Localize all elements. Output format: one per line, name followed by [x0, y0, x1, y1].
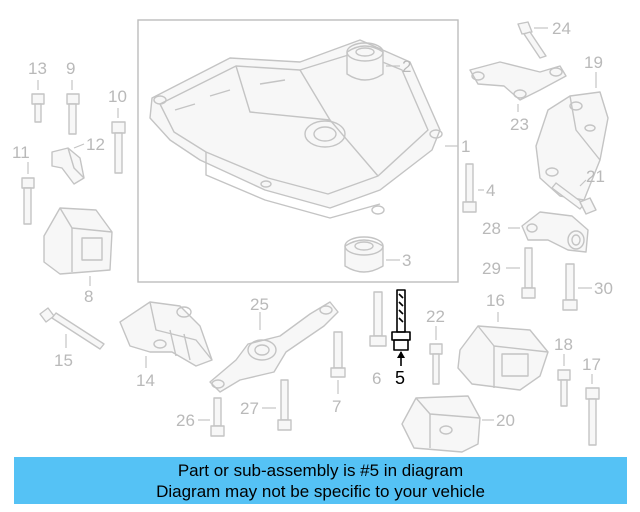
callout-23: 23	[510, 115, 529, 134]
part-1-subframe[interactable]	[149, 39, 443, 219]
part-14-mount-bracket[interactable]	[119, 301, 213, 367]
part-10-bolt[interactable]	[111, 121, 126, 174]
part-26-bolt[interactable]	[210, 397, 225, 437]
callout-15: 15	[54, 351, 73, 370]
callout-13: 13	[28, 59, 47, 78]
callout-21: 21	[586, 167, 605, 186]
part-20-lower-mount[interactable]	[401, 395, 481, 453]
callout-9: 9	[66, 59, 75, 78]
part-17-bolt[interactable]	[585, 387, 600, 446]
part-23-arm-bracket[interactable]	[469, 61, 567, 101]
callout-11: 11	[12, 143, 30, 162]
callout-6: 6	[372, 369, 381, 388]
callout-17: 17	[582, 355, 601, 374]
callout-5: 5	[395, 368, 405, 388]
callout-26: 26	[176, 411, 195, 430]
callout-14: 14	[136, 371, 155, 390]
part-6-bolt[interactable]	[369, 291, 387, 347]
part-7-bolt[interactable]	[330, 331, 346, 378]
part-12-bracket[interactable]	[51, 147, 85, 185]
info-banner: Part or sub-assembly is #5 in diagram Di…	[14, 457, 627, 504]
part-9-bolt[interactable]	[66, 93, 80, 135]
part-15-bolt[interactable]	[39, 307, 105, 350]
part-19-bracket[interactable]	[535, 91, 609, 201]
part-8-engine-mount[interactable]	[43, 207, 113, 275]
callout-2: 2	[402, 57, 411, 76]
callout-29: 29	[482, 259, 501, 278]
callout-18: 18	[554, 335, 573, 354]
part-28-bushing-bracket[interactable]	[521, 211, 589, 253]
part-13-bolt[interactable]	[31, 93, 45, 123]
part-11-bolt[interactable]	[21, 177, 35, 225]
callout-22: 22	[426, 307, 445, 326]
callout-28: 28	[482, 219, 501, 238]
callout-19: 19	[584, 53, 603, 72]
callout-30: 30	[594, 279, 613, 298]
part-22-bolt[interactable]	[429, 343, 443, 385]
part-16-transmission-mount[interactable]	[457, 325, 549, 391]
banner-line-1: Part or sub-assembly is #5 in diagram	[177, 461, 464, 480]
part-18-bolt[interactable]	[557, 369, 571, 407]
part-2-bushing[interactable]	[346, 42, 384, 81]
callout-25: 25	[250, 295, 269, 314]
part-30-bolt[interactable]	[562, 263, 578, 311]
part-21-bolt[interactable]	[551, 182, 597, 215]
callout-7: 7	[332, 397, 341, 416]
part-5-bolt-highlighted[interactable]	[391, 289, 411, 351]
callout-1: 1	[461, 137, 470, 156]
part-4-bolt[interactable]	[462, 163, 477, 213]
callout-27: 27	[240, 399, 259, 418]
part-29-bolt[interactable]	[521, 247, 536, 299]
callout-10: 10	[108, 87, 127, 106]
part-27-bolt[interactable]	[277, 379, 292, 431]
callout-20: 20	[496, 411, 515, 430]
callout-4: 4	[486, 181, 495, 200]
callout-3: 3	[402, 251, 411, 270]
callout-24: 24	[552, 19, 571, 38]
part-25-torque-rod[interactable]	[209, 301, 339, 393]
part-24-bolt[interactable]	[517, 21, 547, 59]
subframe-inset-frame	[137, 19, 459, 283]
banner-line-2: Diagram may not be specific to your vehi…	[156, 482, 485, 501]
callout-12: 12	[86, 135, 105, 154]
callout-8: 8	[84, 287, 93, 306]
callout-16: 16	[486, 291, 505, 310]
part-3-bushing[interactable]	[344, 236, 384, 273]
